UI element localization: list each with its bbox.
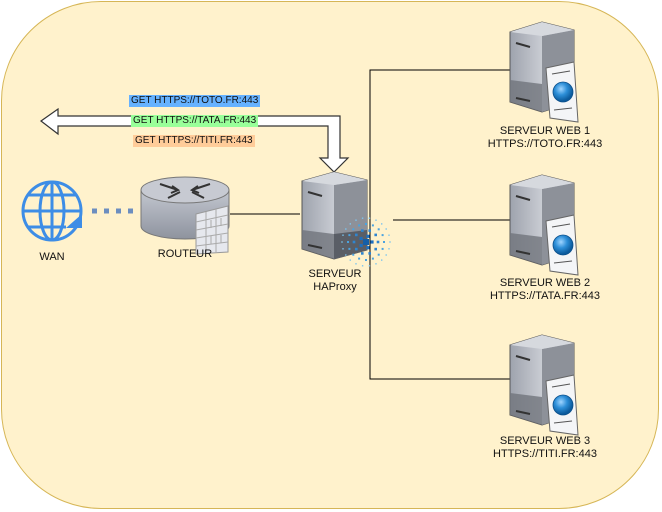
web-server-3-icon [509, 334, 579, 436]
haproxy-logo-icon [341, 217, 391, 267]
haproxy-logo-dot [366, 246, 370, 250]
haproxy-logo-dot [371, 224, 374, 227]
web1-label-line2: HTTPS://TOTO.FR:443 [487, 138, 603, 150]
haproxy-logo-dot [341, 241, 343, 243]
haproxy-logo-dot [358, 257, 361, 260]
haproxy-logo-dot [355, 247, 358, 251]
haproxy-logo-dot [348, 234, 351, 237]
request-label-tata: GET HTTPS://TATA.FR:443 [131, 115, 259, 127]
haproxy-logo-dot [368, 252, 371, 255]
globe-icon [21, 180, 83, 242]
haproxy-logo-dot [352, 240, 356, 244]
web-page-icon [545, 374, 579, 436]
haproxy-logo-dot [358, 224, 361, 227]
haproxy-logo-dot [345, 254, 347, 256]
haproxy-logo-dot [366, 234, 370, 238]
haproxy-logo-dot [376, 240, 380, 244]
request-label-toto: GET HTTPS://TOTO.FR:443 [129, 95, 261, 107]
haproxy-logo-dot [349, 259, 351, 261]
web-server-2-icon [509, 174, 579, 276]
haproxy-logo-dot [359, 236, 363, 241]
haproxy-logo-dot [342, 234, 344, 236]
web1-label: SERVEUR WEB 1 HTTPS://TOTO.FR:443 [475, 125, 615, 151]
haproxy-logo-dot [381, 234, 384, 237]
haproxy-logo-dot [388, 248, 390, 250]
web-page-icon [545, 61, 579, 123]
haproxy-logo-dot [374, 247, 377, 251]
haproxy-logo-dot [381, 247, 384, 250]
web2-label-line1: SERVEUR WEB 2 [499, 277, 591, 289]
haproxy-logo-dot [365, 223, 367, 225]
haproxy-logo-dot [385, 228, 387, 230]
request-label-titi: GET HTTPS://TITI.FR:443 [133, 135, 255, 147]
haproxy-logo-dot [342, 248, 344, 250]
haproxy-label-line1: SERVEUR [308, 268, 362, 280]
haproxy-logo-dot [383, 241, 385, 243]
haproxy-logo-dot [375, 219, 377, 221]
haproxy-logo-dot [365, 259, 367, 261]
haproxy-logo-dot [381, 223, 383, 225]
haproxy-logo-dot [345, 228, 347, 230]
haproxy-logo-dot [374, 233, 377, 237]
haproxy-logo-dot [368, 229, 371, 232]
haproxy-logo-dot [363, 239, 369, 245]
haproxy-logo-dot [375, 263, 377, 265]
haproxy-logo-dot [352, 253, 355, 256]
haproxy-logo-dot [355, 233, 358, 237]
haproxy-logo-dot [349, 223, 351, 225]
haproxy-logo-dot [381, 259, 383, 261]
haproxy-logo-dot [348, 247, 351, 250]
firewall-icon [195, 205, 229, 255]
web-server-1-icon [509, 21, 579, 123]
haproxy-logo-dot [377, 253, 380, 256]
web2-label-line2: HTTPS://TATA.FR:443 [489, 290, 601, 302]
haproxy-logo-dot [361, 265, 364, 267]
web3-label: SERVEUR WEB 3 HTTPS://TITI.FR:443 [475, 435, 615, 461]
haproxy-logo-dot [361, 217, 364, 219]
web1-label-line1: SERVEUR WEB 1 [499, 125, 591, 137]
haproxy-server-icon [301, 171, 368, 260]
haproxy-logo-dot [361, 229, 364, 232]
haproxy-logo-dot [368, 265, 371, 267]
web-page-icon [545, 214, 579, 276]
haproxy-logo-dot [355, 219, 357, 221]
haproxy-logo-dot [388, 234, 390, 236]
haproxy-label: SERVEUR HAProxy [285, 268, 385, 294]
wan-label: WAN [39, 251, 65, 263]
haproxy-logo-dot [347, 241, 349, 243]
haproxy-logo-dot [377, 228, 380, 231]
router-icon [140, 176, 230, 255]
haproxy-logo-dot [385, 254, 387, 256]
haproxy-logo-dot [361, 252, 364, 255]
haproxy-logo-dot [371, 257, 374, 260]
haproxy-logo-dot [359, 243, 363, 248]
haproxy-logo-dot [368, 217, 371, 219]
haproxy-web-bus [369, 69, 510, 380]
router-label: ROUTEUR [157, 248, 213, 260]
haproxy-logo-dot [370, 240, 374, 244]
web3-label-line2: HTTPS://TITI.FR:443 [493, 448, 597, 460]
haproxy-logo-dot [355, 263, 357, 265]
web3-label-line1: SERVEUR WEB 3 [499, 435, 591, 447]
haproxy-logo-dot [389, 241, 391, 243]
haproxy-logo-dot [352, 228, 355, 231]
web2-label: SERVEUR WEB 2 HTTPS://TATA.FR:443 [475, 277, 615, 303]
haproxy-label-line2: HAProxy [313, 281, 357, 293]
